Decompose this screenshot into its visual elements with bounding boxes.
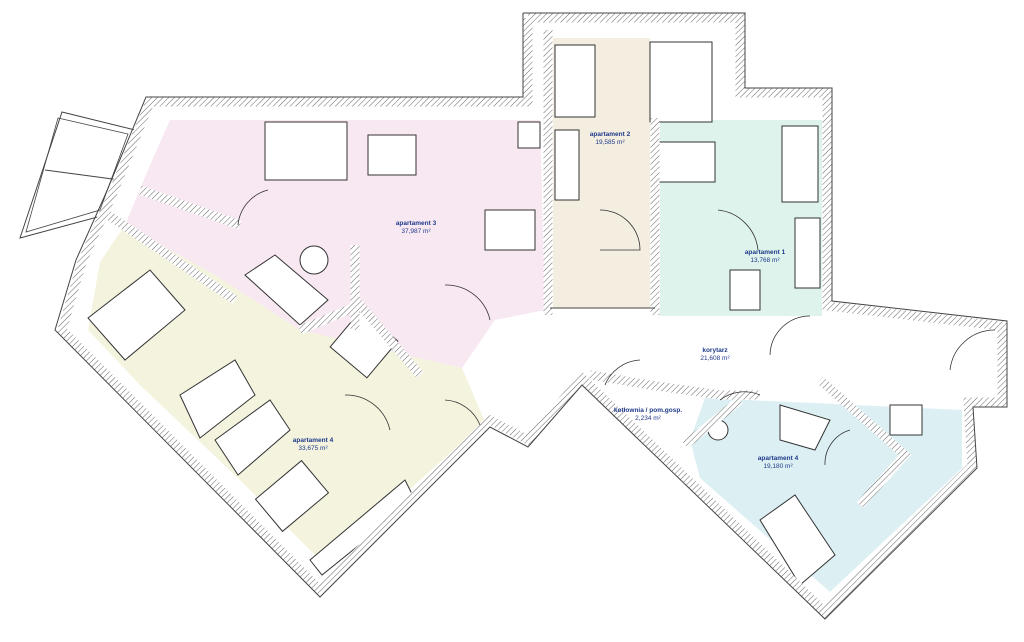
room-area: 2,234 m² — [635, 415, 661, 422]
room-label-apartament-1: apartament 1 13,768 m² — [745, 249, 786, 264]
doors — [237, 189, 996, 466]
room-area: 21,608 m² — [700, 355, 730, 362]
room-name: apartament 2 — [590, 131, 631, 138]
room-area: 13,768 m² — [750, 257, 780, 264]
interior-walls — [105, 30, 912, 509]
room-area: 19,585 m² — [595, 139, 625, 146]
room-area: 37,987 m² — [401, 228, 431, 235]
room-name: apartament 4 — [758, 455, 799, 462]
room-area: 19,180 m² — [763, 463, 793, 470]
room-name: apartament 3 — [396, 220, 437, 227]
room-label-apartament-4-right: apartament 4 19,180 m² — [758, 455, 799, 470]
room-area: 33,675 m² — [298, 445, 328, 452]
room-label-apartament-2: apartament 2 19,585 m² — [590, 131, 631, 146]
room-apartament-4-left — [88, 225, 485, 565]
room-label-apartament-4-left: apartament 4 33,675 m² — [293, 437, 334, 452]
room-name: korytarz — [702, 347, 728, 354]
room-name: kotłownia / pom.gosp. — [614, 407, 682, 414]
room-name: apartament 4 — [293, 437, 334, 444]
room-name: apartament 1 — [745, 249, 786, 256]
room-label-apartament-3: apartament 3 37,987 m² — [396, 220, 437, 235]
room-label-korytarz: korytarz 21,608 m² — [700, 347, 730, 362]
room-apartament-3 — [125, 120, 545, 368]
outer-walls — [56, 13, 1007, 619]
room-label-kotlownia: kotłownia / pom.gosp. 2,234 m² — [614, 407, 682, 422]
furniture — [87, 41, 923, 586]
